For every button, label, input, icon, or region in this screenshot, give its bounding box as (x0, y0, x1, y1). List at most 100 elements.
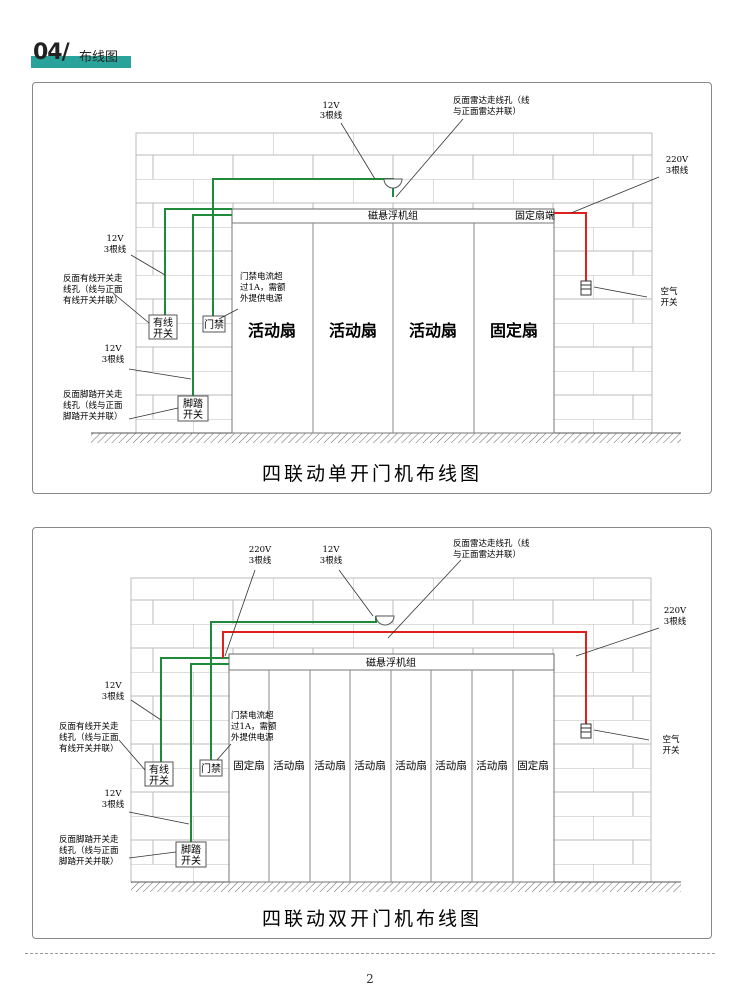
door-leaves: 活动扇 活动扇 活动扇 固定扇 (231, 222, 555, 434)
svg-text:3根线: 3根线 (666, 165, 689, 176)
svg-text:线孔（线与正面: 线孔（线与正面 (59, 732, 119, 743)
svg-text:过1A，需额: 过1A，需额 (240, 282, 286, 293)
section-title: 布线图 (79, 50, 119, 65)
footer-divider (25, 953, 715, 954)
wired-switch-box: 有线 开关 (144, 761, 174, 787)
svg-text:220V: 220V (666, 155, 689, 165)
leader-lines (118, 559, 660, 859)
svg-text:12V: 12V (323, 101, 341, 111)
svg-text:3根线: 3根线 (664, 616, 687, 627)
svg-text:脚踏: 脚踏 (183, 397, 203, 410)
foot-switch-box: 脚踏 开关 (175, 841, 207, 868)
svg-text:线孔（线与正面: 线孔（线与正面 (63, 400, 123, 411)
svg-text:开关: 开关 (662, 745, 680, 756)
leaf-label: 活动扇 (329, 321, 377, 340)
leaf-label: 活动扇 (395, 759, 427, 772)
svg-text:12V: 12V (323, 545, 341, 555)
svg-text:门禁: 门禁 (201, 762, 221, 775)
svg-text:反面雷达走线孔（线: 反面雷达走线孔（线 (453, 538, 530, 549)
svg-text:3根线: 3根线 (320, 110, 343, 121)
svg-text:空气: 空气 (660, 286, 678, 297)
svg-text:12V: 12V (107, 234, 125, 244)
svg-text:3根线: 3根线 (320, 555, 343, 566)
section-number: 04/ (33, 40, 70, 65)
leaf-label: 活动扇 (354, 759, 386, 772)
svg-text:过1A，需额: 过1A，需额 (231, 721, 277, 732)
svg-text:开关: 开关 (153, 327, 173, 340)
svg-text:外提供电源: 外提供电源 (231, 732, 274, 743)
double-door-wiring-diagram: 磁悬浮机组 固定扇 活动扇 活动扇 活动扇 活动扇 活动扇 活动扇 固定扇 (59, 538, 687, 930)
red-220v-wire (554, 212, 587, 281)
leaf-label: 活动扇 (248, 321, 296, 340)
svg-text:线孔（线与正面: 线孔（线与正面 (59, 845, 119, 856)
wired-switch-box: 有线 开关 (148, 314, 178, 340)
diagram-title: 四联动双开门机布线图 (262, 908, 482, 930)
svg-text:反面有线开关走: 反面有线开关走 (59, 721, 119, 732)
svg-text:3根线: 3根线 (249, 555, 272, 566)
leaf-label: 固定扇 (490, 321, 538, 340)
svg-text:有线: 有线 (153, 316, 173, 329)
diagram-title: 四联动单开门机布线图 (262, 463, 482, 485)
page-number: 2 (366, 972, 374, 986)
red-220v-wire (222, 631, 587, 724)
svg-text:反面脚踏开关走: 反面脚踏开关走 (63, 389, 123, 400)
svg-text:开关: 开关 (660, 297, 678, 308)
svg-text:220V: 220V (664, 606, 687, 616)
foot-switch-box: 脚踏 开关 (177, 395, 209, 422)
svg-text:反面雷达走线孔（线: 反面雷达走线孔（线 (453, 95, 530, 106)
leaf-label: 活动扇 (314, 759, 346, 772)
leaf-label: 固定扇 (517, 759, 549, 772)
motor-label: 磁悬浮机组 (368, 209, 418, 222)
svg-text:12V: 12V (105, 789, 123, 799)
svg-text:脚踏: 脚踏 (181, 843, 201, 856)
floor-hatch (91, 433, 681, 443)
svg-text:外提供电源: 外提供电源 (240, 293, 283, 304)
svg-text:220V: 220V (249, 545, 272, 555)
leaf-label: 活动扇 (435, 759, 467, 772)
leaf-label: 固定扇 (233, 759, 265, 772)
svg-text:反面有线开关走: 反面有线开关走 (63, 273, 123, 284)
svg-text:3根线: 3根线 (102, 799, 125, 810)
svg-text:3根线: 3根线 (102, 354, 125, 365)
annotation-labels: 12V 3根线 反面雷达走线孔（线 与正面雷达并联） 220V 3根线 12V … (63, 95, 689, 422)
single-door-wiring-diagram: 磁悬浮机组 固定扇端 活动扇 活动扇 活动扇 固定扇 有线 开关 门禁 (63, 95, 689, 485)
motor-label: 磁悬浮机组 (366, 656, 416, 669)
svg-text:3根线: 3根线 (102, 691, 125, 702)
svg-text:12V: 12V (105, 681, 123, 691)
svg-text:开关: 开关 (183, 408, 203, 421)
leaf-label: 活动扇 (476, 759, 508, 772)
svg-text:线孔（线与正面: 线孔（线与正面 (63, 284, 123, 295)
double-door-wiring-panel: 磁悬浮机组 固定扇 活动扇 活动扇 活动扇 活动扇 活动扇 活动扇 固定扇 (32, 527, 712, 939)
svg-text:3根线: 3根线 (104, 244, 127, 255)
leaf-label: 活动扇 (409, 321, 457, 340)
leaf-label: 活动扇 (273, 759, 305, 772)
svg-text:与正面雷达并联）: 与正面雷达并联） (453, 549, 521, 560)
access-control-box: 门禁 (202, 315, 226, 333)
svg-text:门禁电流超: 门禁电流超 (240, 271, 283, 282)
svg-text:有线: 有线 (149, 763, 169, 776)
svg-text:12V: 12V (105, 344, 123, 354)
section-header: 04/ 布线图 (31, 40, 131, 70)
air-switch-icon (580, 723, 592, 739)
leader-lines (112, 118, 660, 420)
svg-text:门禁: 门禁 (204, 318, 224, 331)
svg-text:有线开关并联）: 有线开关并联） (63, 295, 123, 306)
access-control-box: 门禁 (199, 759, 223, 777)
svg-text:空气: 空气 (662, 734, 680, 745)
header-accent-band (31, 56, 131, 68)
svg-text:有线开关并联）: 有线开关并联） (59, 743, 119, 754)
fixed-end-label: 固定扇端 (515, 209, 555, 222)
single-door-wiring-panel: 磁悬浮机组 固定扇端 活动扇 活动扇 活动扇 固定扇 有线 开关 门禁 (32, 82, 712, 494)
annotation-labels: 220V 3根线 12V 3根线 反面雷达走线孔（线 与正面雷达并联） 220V… (59, 538, 687, 867)
radar-icon (383, 178, 403, 189)
air-switch-icon (580, 280, 592, 296)
svg-text:开关: 开关 (149, 774, 169, 787)
svg-text:门禁电流超: 门禁电流超 (231, 710, 274, 721)
svg-text:反面脚踏开关走: 反面脚踏开关走 (59, 834, 119, 845)
svg-text:脚踏开关并联）: 脚踏开关并联） (63, 411, 123, 422)
svg-text:开关: 开关 (181, 854, 201, 867)
radar-icon (375, 615, 395, 626)
floor-hatch (131, 882, 681, 892)
svg-text:与正面雷达并联）: 与正面雷达并联） (453, 106, 521, 117)
svg-text:脚踏开关并联）: 脚踏开关并联） (59, 856, 119, 867)
